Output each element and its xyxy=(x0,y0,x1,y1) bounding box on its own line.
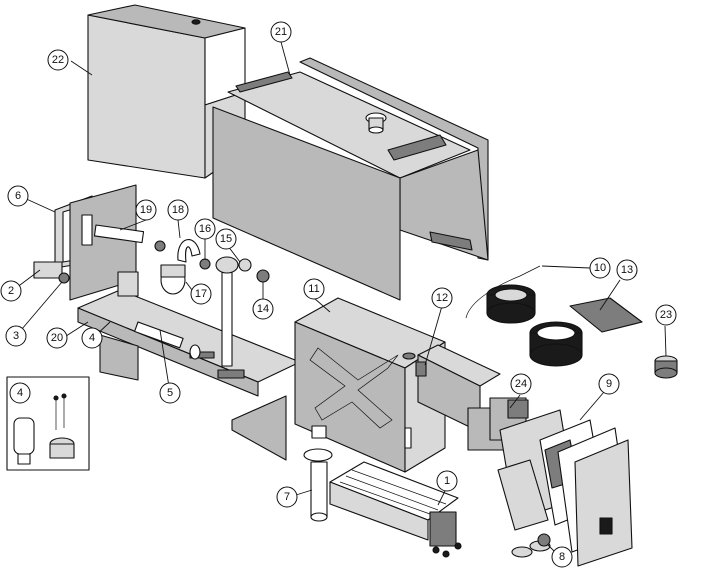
part-7-drain-fitting xyxy=(303,425,333,522)
callout-14-label: 14 xyxy=(257,303,269,315)
part-21-top-panel xyxy=(212,57,489,301)
callout-14: 14 xyxy=(252,298,274,320)
part-13-coil-and-plate xyxy=(529,297,643,367)
callout-11: 11 xyxy=(303,278,325,300)
callout-17-label: 17 xyxy=(195,288,207,300)
part-10-sensor-coil xyxy=(465,265,541,324)
callout-15-label: 15 xyxy=(220,233,232,245)
callout-18-label: 18 xyxy=(172,204,184,216)
callout-17: 17 xyxy=(190,283,212,305)
callout-1: 1 xyxy=(436,470,458,492)
callout-18: 18 xyxy=(167,199,189,221)
callout-5: 5 xyxy=(159,382,181,404)
callout-3: 3 xyxy=(5,325,27,347)
callout-12: 12 xyxy=(431,287,453,309)
part-1-heating-element xyxy=(329,461,462,558)
callout-6-label: 6 xyxy=(15,190,21,202)
plumbing-assembly xyxy=(33,224,270,367)
callout-24: 24 xyxy=(510,373,532,395)
callout-21: 21 xyxy=(270,21,292,43)
callout-4-main-label: 4 xyxy=(89,332,95,344)
callout-4-inset: 4 xyxy=(9,382,31,404)
callout-3-label: 3 xyxy=(13,330,19,342)
callout-7-label: 7 xyxy=(284,491,290,503)
callout-9-label: 9 xyxy=(606,378,612,390)
callout-24-label: 24 xyxy=(515,378,527,390)
callout-22-label: 22 xyxy=(52,54,64,66)
callout-15: 15 xyxy=(215,228,237,250)
base-chassis xyxy=(77,289,301,461)
callout-12-label: 12 xyxy=(436,292,448,304)
callout-2: 2 xyxy=(0,280,22,302)
part-6-mounting-frame xyxy=(54,184,137,301)
callout-19-label: 19 xyxy=(140,204,152,216)
callout-23: 23 xyxy=(655,304,677,326)
callout-5-label: 5 xyxy=(167,387,173,399)
callout-20-label: 20 xyxy=(51,332,63,344)
callout-10-label: 10 xyxy=(594,262,606,274)
callout-13-label: 13 xyxy=(621,264,633,276)
callout-4-main: 4 xyxy=(81,327,103,349)
vent-slots xyxy=(235,71,473,251)
callout-13: 13 xyxy=(616,259,638,281)
callout-4-inset-label: 4 xyxy=(17,387,23,399)
callout-9: 9 xyxy=(598,373,620,395)
callout-23-label: 23 xyxy=(660,309,672,321)
callout-20: 20 xyxy=(46,327,68,349)
callout-7: 7 xyxy=(276,486,298,508)
callout-8-label: 8 xyxy=(559,551,565,563)
callout-11-label: 11 xyxy=(308,283,319,295)
callout-19: 19 xyxy=(135,199,157,221)
callout-8: 8 xyxy=(551,546,573,568)
part-23-knob xyxy=(654,355,678,379)
callout-21-label: 21 xyxy=(275,26,287,38)
callout-16: 16 xyxy=(194,218,216,240)
callout-2-label: 2 xyxy=(8,285,14,297)
callout-1-label: 1 xyxy=(444,475,450,487)
callout-22: 22 xyxy=(47,49,69,71)
callout-10: 10 xyxy=(589,257,611,279)
part-8-terminal-block xyxy=(497,459,551,558)
callout-6: 6 xyxy=(7,185,29,207)
callout-16-label: 16 xyxy=(199,223,211,235)
